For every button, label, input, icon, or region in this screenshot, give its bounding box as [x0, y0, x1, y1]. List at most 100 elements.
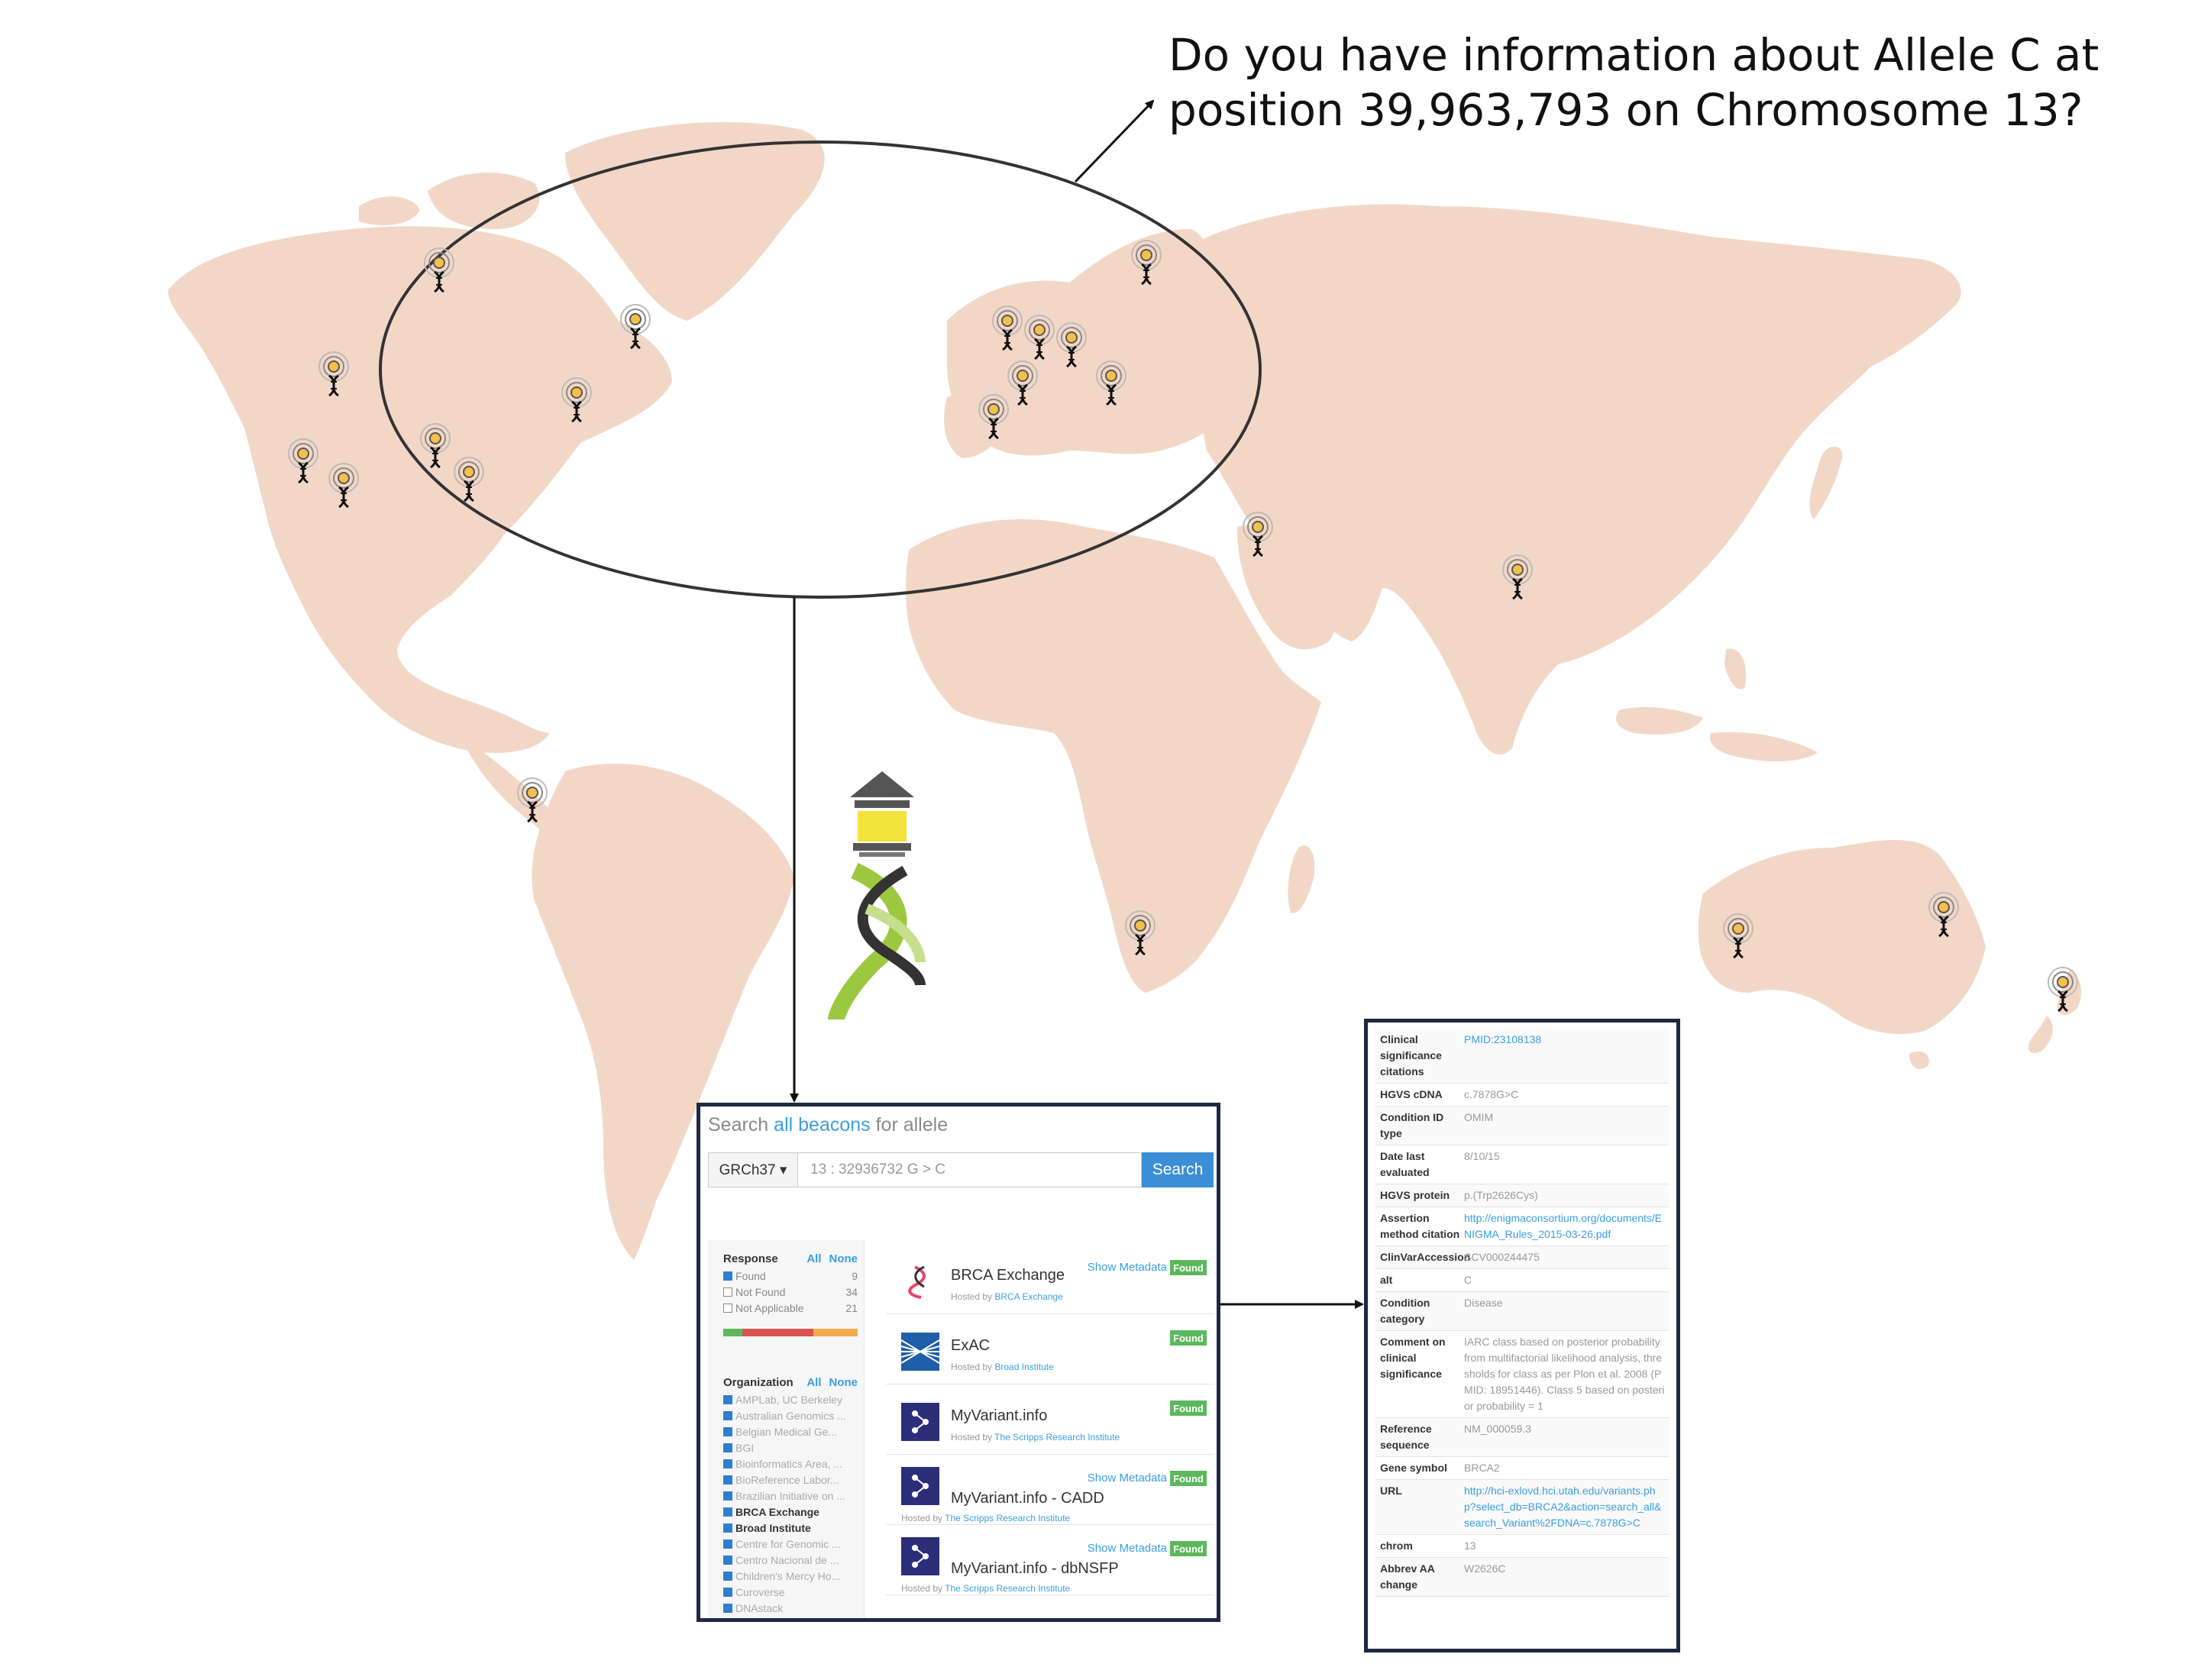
all-beacons-link[interactable]: all beacons — [774, 1114, 871, 1136]
metadata-key: Reference sequence — [1380, 1423, 1432, 1451]
organization-name: AMPLab, UC Berkeley — [735, 1394, 843, 1406]
metadata-value: C — [1464, 1274, 1472, 1286]
host-link[interactable]: BRCA Exchange — [994, 1291, 1063, 1302]
beacon-name[interactable]: MyVariant.info - CADD — [951, 1490, 1104, 1507]
metadata-key: Abbrev AA change — [1380, 1562, 1435, 1591]
organization-filter-row[interactable]: AMPLab, UC Berkeley — [723, 1392, 858, 1408]
organization-filter-row[interactable]: BGI — [723, 1440, 858, 1456]
checkbox[interactable] — [723, 1604, 732, 1613]
response-all-link[interactable]: All — [806, 1252, 822, 1265]
metadata-value: BRCA2 — [1464, 1462, 1500, 1474]
metadata-value: W2626C — [1464, 1562, 1506, 1575]
organization-filter-row[interactable]: Children's Mercy Ho... — [723, 1569, 858, 1585]
beacon-result-row[interactable]: MyVariant.info - dbNSFP Hosted by The Scr… — [886, 1525, 1214, 1595]
organization-name: Children's Mercy Ho... — [735, 1570, 841, 1582]
metadata-link[interactable]: http://hci-exlovd.hci.utah.edu/variants.… — [1464, 1485, 1662, 1529]
response-filter-count: 34 — [845, 1286, 858, 1298]
organization-filter-row[interactable]: Broad Institute — [723, 1520, 858, 1536]
organization-filter-row[interactable]: BioReference Labor... — [723, 1472, 858, 1488]
hosted-by-prefix: Hosted by — [901, 1583, 945, 1594]
checkbox[interactable] — [723, 1572, 732, 1581]
beacon-name[interactable]: ExAC — [951, 1337, 991, 1354]
not-applicable-bar-segment — [813, 1329, 858, 1336]
beacon-host: Hosted by The Scripps Research Institute — [901, 1513, 1070, 1523]
organization-filter-row[interactable]: Brazilian Initiative on ... — [723, 1488, 858, 1504]
organization-filter-row[interactable]: Bioinformatics Area, ... — [723, 1456, 858, 1472]
search-button[interactable]: Search — [1142, 1152, 1214, 1187]
hosted-by-prefix: Hosted by — [951, 1291, 995, 1302]
show-metadata-link[interactable]: Show Metadata — [1087, 1472, 1167, 1485]
metadata-value: 13 — [1464, 1539, 1476, 1552]
arrow-to-question — [1074, 99, 1155, 183]
host-link[interactable]: The Scripps Research Institute — [945, 1583, 1071, 1594]
checkbox[interactable] — [723, 1443, 732, 1452]
checkbox[interactable] — [723, 1588, 732, 1597]
found-status-badge: Found — [1170, 1330, 1207, 1346]
response-filter-row[interactable]: Not Found 34 — [723, 1284, 858, 1300]
organization-filter-row[interactable]: Curoverse — [723, 1585, 858, 1601]
metadata-key: chrom — [1380, 1539, 1413, 1552]
metadata-key: URL — [1380, 1485, 1402, 1497]
checkbox[interactable] — [723, 1523, 732, 1533]
organization-name: Curoverse — [735, 1586, 785, 1598]
checkbox[interactable] — [723, 1427, 732, 1436]
query-question-text: Do you have information about Allele C a… — [1168, 29, 2099, 136]
response-filter-label: Not Found — [723, 1284, 785, 1300]
myvariant-logo-icon — [901, 1537, 939, 1575]
metadata-value: IARC class based on posterior probabilit… — [1464, 1336, 1665, 1412]
beacon-name[interactable]: BRCA Exchange — [951, 1267, 1065, 1284]
organization-none-link[interactable]: None — [829, 1376, 858, 1389]
assembly-dropdown[interactable]: GRCh37 ▾ — [708, 1152, 798, 1187]
metadata-link[interactable]: http://enigmaconsortium.org/documents/EN… — [1464, 1212, 1663, 1240]
metadata-key: alt — [1380, 1274, 1393, 1286]
organization-filter-row[interactable]: Centre for Genomic ... — [723, 1536, 858, 1552]
checkbox[interactable] — [723, 1459, 732, 1468]
checkbox[interactable] — [723, 1507, 732, 1517]
allele-query-input[interactable]: 13 : 32936732 G > C — [798, 1152, 1142, 1187]
checkbox[interactable] — [723, 1491, 732, 1501]
checkbox[interactable] — [723, 1287, 732, 1297]
host-link[interactable]: Broad Institute — [994, 1362, 1054, 1372]
organization-filter-row[interactable]: BRCA Exchange — [723, 1504, 858, 1520]
host-link[interactable]: The Scripps Research Institute — [945, 1513, 1071, 1523]
checkbox[interactable] — [723, 1411, 732, 1420]
organization-filter-row[interactable]: DNAstack — [723, 1601, 858, 1617]
not-found-bar-segment — [742, 1329, 814, 1336]
metadata-key: Date last evaluated — [1380, 1150, 1430, 1178]
organization-filter-row[interactable]: Australian Genomics ... — [723, 1408, 858, 1424]
response-filter-row[interactable]: Not Applicable 21 — [723, 1300, 858, 1317]
beacon-result-row[interactable]: MyVariant.info - CADD Hosted by The Scrip… — [886, 1455, 1214, 1525]
checkbox[interactable] — [723, 1556, 732, 1565]
checkbox[interactable] — [723, 1539, 732, 1549]
checkbox[interactable] — [723, 1304, 732, 1313]
found-bar-segment — [723, 1329, 742, 1336]
metadata-key: Comment on clinical significance — [1380, 1336, 1446, 1380]
myvariant-logo-icon — [901, 1403, 939, 1441]
response-filter-label: Not Applicable — [723, 1300, 804, 1317]
metadata-link[interactable]: PMID:23108138 — [1464, 1033, 1542, 1045]
organization-all-link[interactable]: All — [806, 1376, 822, 1389]
organization-filter-row[interactable]: Centro Nacional de ... — [723, 1552, 858, 1569]
beacon-name[interactable]: MyVariant.info — [951, 1407, 1048, 1424]
brca-exchange-logo-icon — [901, 1262, 939, 1300]
checkbox[interactable] — [723, 1475, 732, 1485]
response-none-link[interactable]: None — [829, 1252, 858, 1265]
search-bar: GRCh37 ▾ 13 : 32936732 G > C Search — [708, 1152, 1214, 1187]
show-metadata-link[interactable]: Show Metadata — [1087, 1542, 1167, 1555]
organization-filter-row[interactable]: Belgian Medical Ge... — [723, 1424, 858, 1440]
checkbox[interactable] — [723, 1271, 732, 1281]
hosted-by-prefix: Hosted by — [951, 1432, 995, 1443]
host-link[interactable]: The Scripps Research Institute — [994, 1432, 1120, 1443]
show-metadata-link[interactable]: Show Metadata — [1087, 1261, 1167, 1274]
checkbox[interactable] — [723, 1395, 732, 1404]
response-filter-count: 21 — [845, 1302, 858, 1314]
beacon-name[interactable]: MyVariant.info - dbNSFP — [951, 1560, 1119, 1577]
